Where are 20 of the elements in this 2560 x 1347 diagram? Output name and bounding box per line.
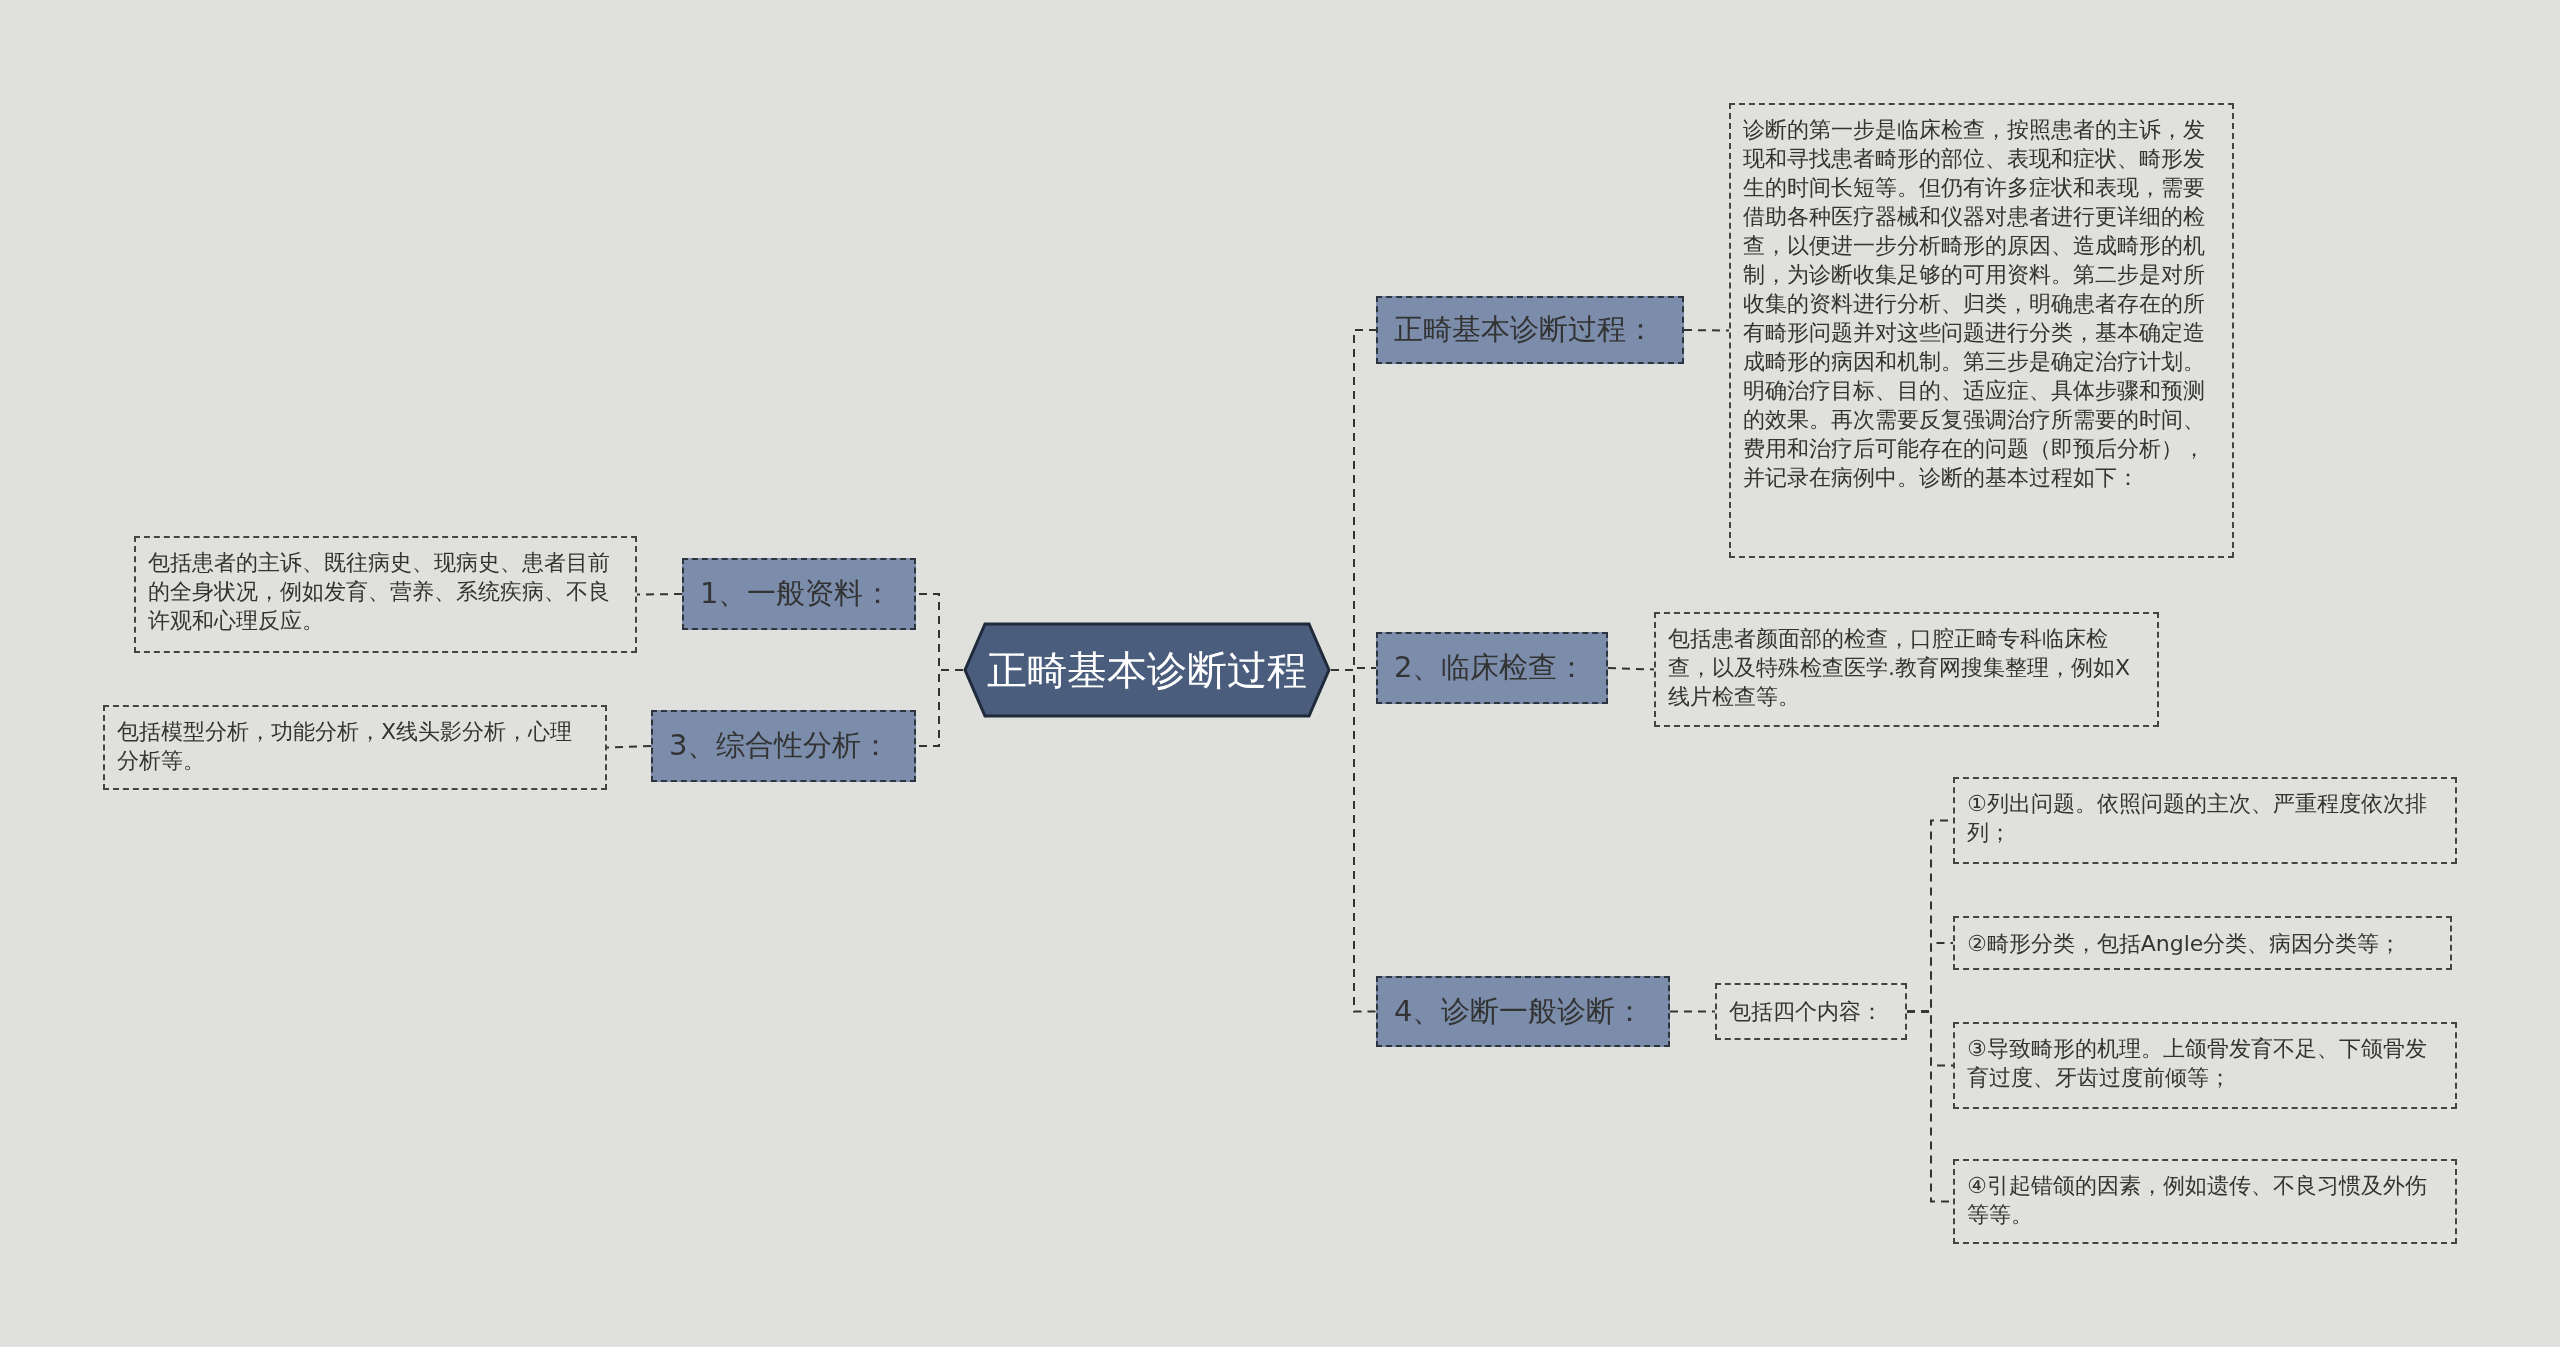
topic-box: 2、临床检查： xyxy=(1376,632,1608,704)
note-box: 包括患者颜面部的检查，口腔正畸专科临床检查，以及特殊检查医学.教育网搜集整理，例如X线片检查等。 xyxy=(1654,612,2159,727)
connector-line xyxy=(1683,329,1730,332)
connector-line xyxy=(606,745,652,749)
note-box: 诊断的第一步是临床检查，按照患者的主诉，发现和寻找患者畸形的部位、表现和症状、畸形发生的时间长短等。但仍有许多症状和表现，需要借助各种医疗器械和仪器对患者进行更详细的检查，以便进一步分析畸形的原因、造成畸形的机制，为诊断收集足够的可用资料。第二步是对所收集的资料进行分析、归类，明确患者存在的所有畸形问题并对这些问题进行分类，基本确定造成畸形的病因和机制。第三步是确定治疗计划。明确治疗目标、目的、适应症、具体步骤和预测的效果。再次需要反复强调治疗所需要的时间、费用和治疗后可能存在的问题（即预后分析），并记录在病例中。诊断的基本过程如下： xyxy=(1729,103,2234,558)
note-box: 包括患者的主诉、既往病史、现病史、患者目前的全身状况，例如发育、营养、系统疾病、不良许观和心理反应。 xyxy=(134,536,637,653)
topic-box: 正畸基本诊断过程： xyxy=(1376,296,1684,364)
note-box: ②畸形分类，包括Angle分类、病因分类等； xyxy=(1953,916,2452,970)
topic-box: 3、综合性分析： xyxy=(651,710,916,782)
note-box: ③导致畸形的机理。上颌骨发育不足、下颌骨发育过度、牙齿过度前倾等； xyxy=(1953,1022,2457,1109)
connector-line xyxy=(1669,1010,1716,1013)
note-box: ①列出问题。依照问题的主次、严重程度依次排列； xyxy=(1953,777,2457,864)
note-box: 包括模型分析，功能分析，X线头影分析，心理分析等。 xyxy=(103,705,607,790)
central-topic: 正畸基本诊断过程 xyxy=(963,622,1331,718)
topic-box: 1、一般资料： xyxy=(682,558,916,630)
note-box: ④引起错颌的因素，例如遗传、不良习惯及外伤等等。 xyxy=(1953,1159,2457,1244)
topic-box: 4、诊断一般诊断： xyxy=(1376,976,1670,1047)
note-box: 包括四个内容： xyxy=(1715,983,1907,1040)
connector-line xyxy=(1607,667,1655,671)
connector-line xyxy=(636,593,683,596)
